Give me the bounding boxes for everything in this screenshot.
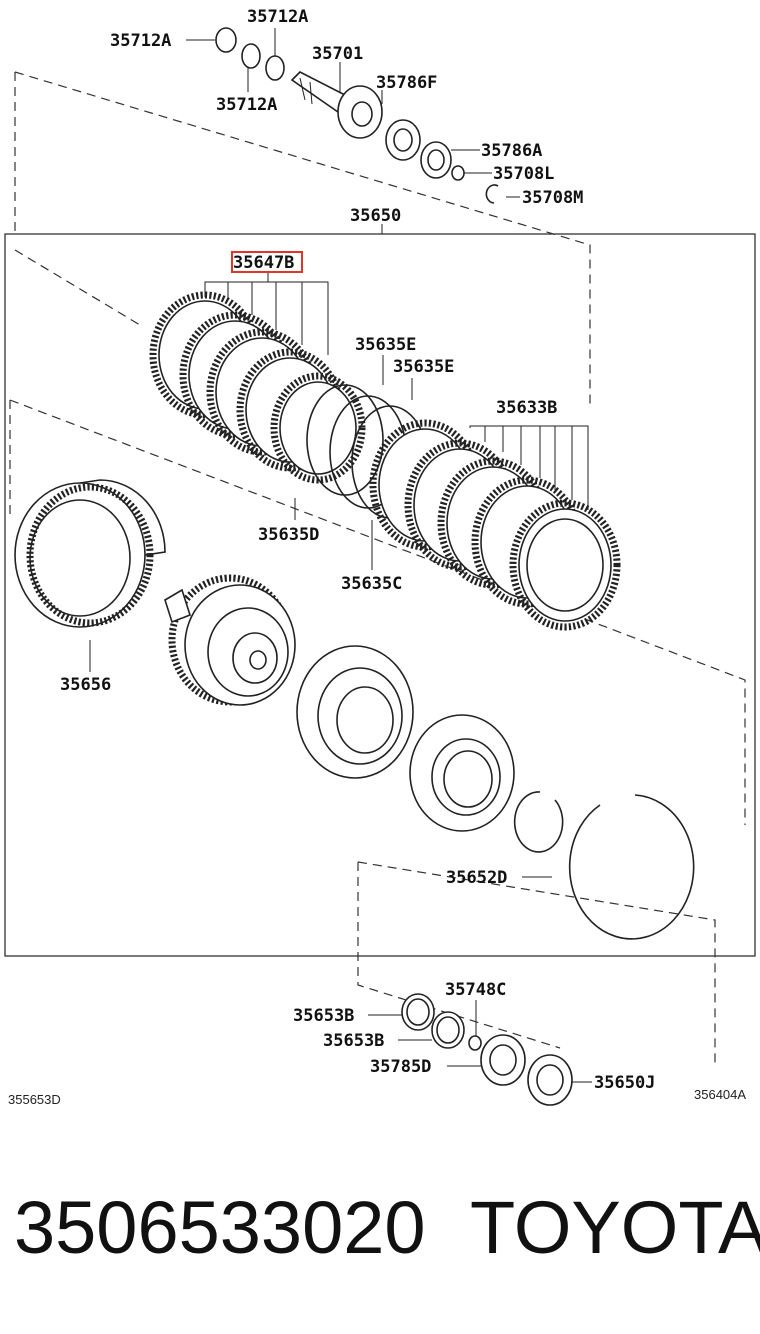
ref-code-right: 356404A	[694, 1087, 746, 1102]
guide-dashed-bottom-left	[357, 862, 561, 1049]
target-part-highlight	[231, 251, 303, 273]
label-35635c: 35635C	[341, 574, 402, 594]
guide-dashed-upper-diag	[14, 71, 591, 405]
label-35656: 35656	[60, 675, 111, 695]
snap-ring-35652d	[568, 794, 695, 940]
input-shaft-35701	[290, 71, 383, 139]
ref-code-left: 355653D	[8, 1092, 61, 1107]
label-35701: 35701	[312, 44, 363, 64]
part-number: 3506533020	[14, 1186, 426, 1269]
label-35633b: 35633B	[496, 398, 557, 418]
label-35650j: 35650J	[594, 1073, 655, 1093]
label-35786a: 35786A	[481, 141, 542, 161]
label-35708l: 35708L	[493, 164, 554, 184]
ring-35708l	[451, 165, 465, 181]
race-35650j	[527, 1054, 573, 1106]
clutch-hub	[164, 574, 296, 706]
label-35785d: 35785D	[370, 1057, 431, 1077]
seal-35653b-a-inner	[406, 998, 430, 1026]
guide-dashed-mid-diag	[14, 249, 141, 326]
clutch-plates-35647b	[149, 291, 366, 484]
label-35653b-1: 35653B	[293, 1006, 354, 1026]
guide-dashed-lower-diag	[9, 399, 746, 825]
snap-ring-35712a-c	[265, 55, 285, 81]
snap-ring-35712a-a	[215, 27, 237, 53]
race-35786a-inner	[427, 149, 445, 171]
exploded-parts-diagram: 35712A 35712A 35712A 35701 35786F 35786A…	[4, 7, 756, 1107]
label-35712a-left: 35712A	[110, 31, 171, 51]
label-35652d: 35652D	[446, 868, 507, 888]
bearing-35786f-inner	[393, 128, 413, 152]
clutch-piston	[296, 645, 414, 779]
snap-ring-35635e-a	[306, 384, 384, 496]
snap-ring-35712a-b	[241, 43, 261, 69]
label-35650: 35650	[350, 206, 401, 226]
clutch-plates-35633b	[369, 419, 621, 631]
snap-ring-small	[513, 791, 564, 853]
return-spring-plate	[409, 714, 515, 832]
ring-35748c	[468, 1035, 482, 1051]
label-35712a-top: 35712A	[247, 7, 308, 27]
clip-35708m	[485, 184, 499, 204]
footer: 3506533020 TOYOTA	[0, 1185, 760, 1285]
race-35786a	[420, 141, 452, 179]
label-35635e-2: 35635E	[393, 357, 454, 377]
clutch-drum-35656	[14, 479, 166, 628]
label-35712a-bottom: 35712A	[216, 95, 277, 115]
brand-name: TOYOTA	[470, 1186, 760, 1269]
leader-lines	[89, 28, 592, 1083]
race-35650j-inner	[536, 1064, 564, 1096]
label-35635e-1: 35635E	[355, 335, 416, 355]
bearing-35785d-inner	[489, 1044, 517, 1076]
label-35653b-2: 35653B	[323, 1031, 384, 1051]
label-35635d: 35635D	[258, 525, 319, 545]
label-35786f: 35786F	[376, 73, 437, 93]
seal-35653b-b-inner	[436, 1016, 460, 1044]
label-35708m: 35708M	[522, 188, 583, 208]
label-35647b: 35647B	[233, 253, 294, 273]
label-35748c: 35748C	[445, 980, 506, 1000]
guide-dashed-bottom	[357, 861, 716, 1065]
bearing-35785d	[480, 1034, 526, 1086]
assembly-box	[4, 233, 756, 957]
bearing-35786f	[385, 119, 421, 161]
